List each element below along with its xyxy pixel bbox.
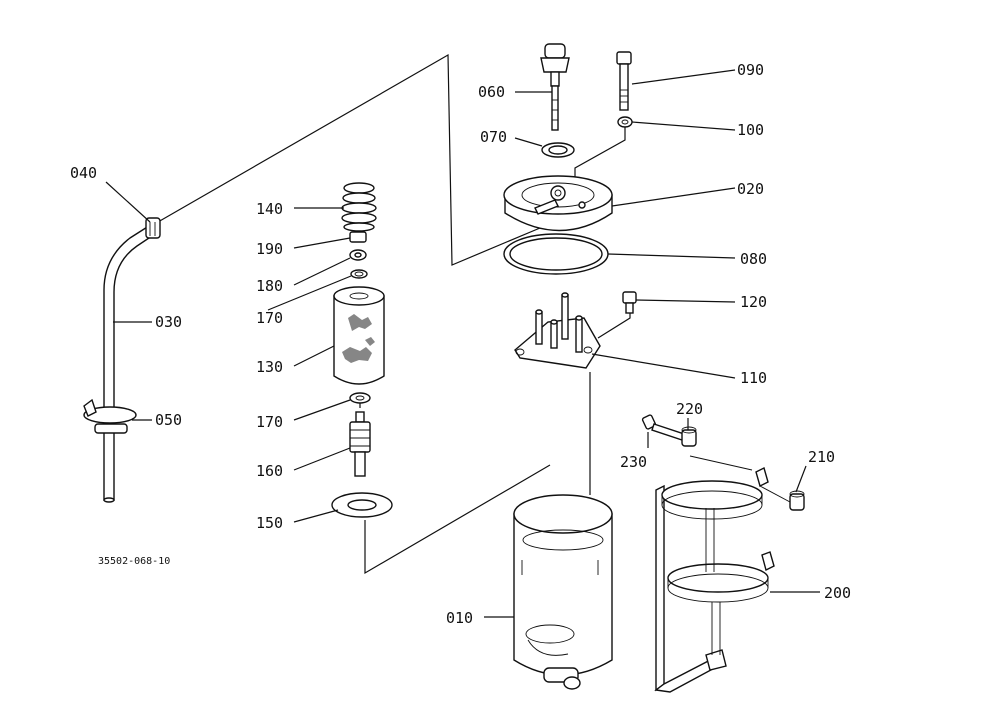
label-090: 090: [737, 61, 764, 79]
filter-element: [333, 286, 385, 385]
filter-bowl: [513, 494, 613, 690]
filter-stack: [331, 182, 393, 518]
pipe-clamp: [83, 398, 137, 434]
bolt-washer: [617, 116, 633, 128]
label-210: 210: [808, 448, 835, 466]
label-170-upper: 170: [256, 309, 283, 327]
center-stud: [349, 411, 371, 477]
label-140: 140: [256, 200, 283, 218]
mounting-bracket: [654, 455, 791, 693]
label-020: 020: [737, 180, 764, 198]
label-200: 200: [824, 584, 851, 602]
label-230: 230: [620, 453, 647, 471]
filter-cover: [503, 175, 613, 232]
gasket: [331, 492, 393, 518]
pipe-assembly: [83, 217, 161, 503]
label-190: 190: [256, 240, 283, 258]
base-plate: [514, 292, 601, 369]
cover-bolt: [616, 51, 632, 111]
label-080: 080: [740, 250, 767, 268]
o-ring-upper: [350, 269, 368, 279]
nut: [349, 231, 367, 243]
bracket-nut-lower: [789, 490, 805, 511]
top-cover-group: [503, 43, 637, 369]
drain-plug: [622, 291, 637, 314]
label-130: 130: [256, 358, 283, 376]
label-060: 060: [478, 83, 505, 101]
spring: [341, 182, 377, 232]
air-vent-screw: [540, 43, 570, 131]
pipe-clip: [145, 217, 161, 239]
label-050: 050: [155, 411, 182, 429]
part-labels: 040 030 050 060 070 090 100 020 080 120 …: [70, 61, 851, 627]
label-070: 070: [480, 128, 507, 146]
o-ring-lower: [349, 392, 371, 404]
label-170-lower: 170: [256, 413, 283, 431]
label-120: 120: [740, 293, 767, 311]
label-180: 180: [256, 277, 283, 295]
cover-o-ring: [503, 233, 609, 275]
bracket-nut-upper: [681, 426, 697, 447]
label-110: 110: [740, 369, 767, 387]
label-040: 040: [70, 164, 97, 182]
leader-lines: [105, 69, 820, 618]
drawing-code: 35502-068-10: [98, 556, 170, 567]
label-100: 100: [737, 121, 764, 139]
label-160: 160: [256, 462, 283, 480]
label-010: 010: [446, 609, 473, 627]
label-220: 220: [676, 400, 703, 418]
label-150: 150: [256, 514, 283, 532]
label-030: 030: [155, 313, 182, 331]
